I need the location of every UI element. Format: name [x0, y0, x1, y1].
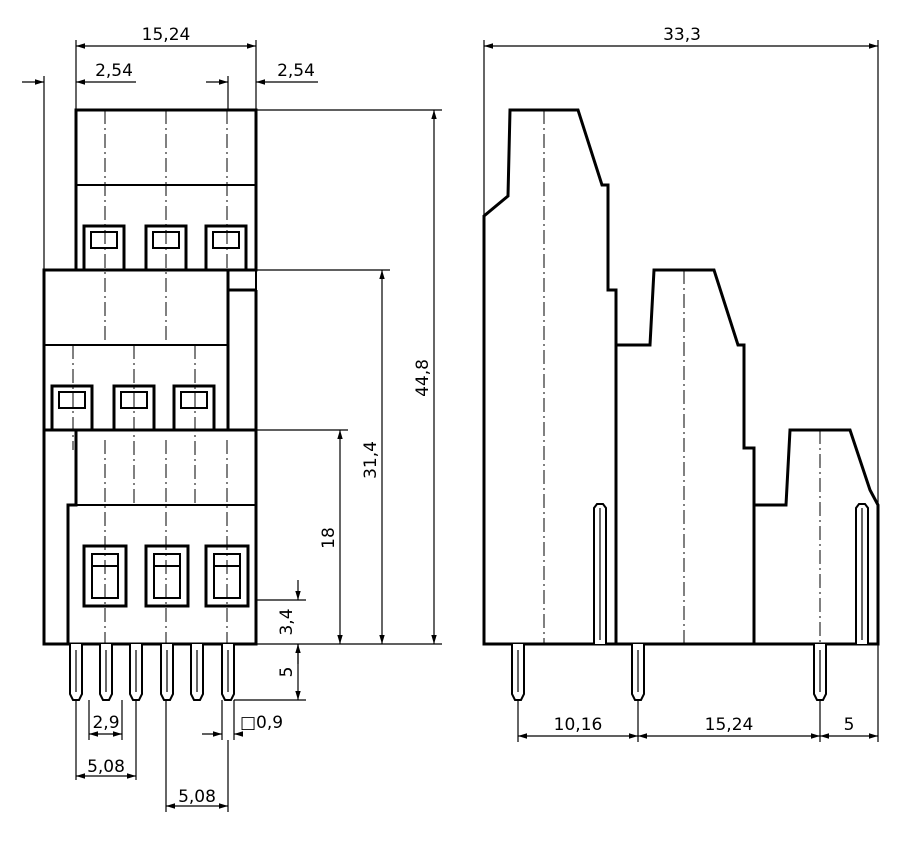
- dim-pitch-3: 5: [844, 715, 855, 735]
- dim-pitch-1: 10,16: [554, 715, 603, 735]
- dim-offset-right: 2,54: [277, 61, 315, 81]
- front-dimensions: [22, 40, 442, 812]
- front-bottom-tier: [42, 428, 258, 646]
- side-outline: [482, 108, 880, 646]
- dim-height-total: 44,8: [413, 359, 433, 397]
- dim-pin-above: 3,4: [277, 608, 297, 635]
- side-view: 33,3 10,16 15,24 5: [482, 25, 880, 742]
- dim-height-mid: 31,4: [361, 441, 381, 479]
- dim-width-total: 15,24: [142, 25, 191, 45]
- dim-pitch-a: 5,08: [87, 757, 125, 777]
- front-middle-tier: [42, 268, 258, 432]
- front-centerlines: [72, 110, 228, 644]
- side-centerlines: [543, 110, 821, 644]
- dim-pin-square: □0,9: [240, 713, 283, 733]
- side-inner-contacts: [593, 503, 869, 644]
- dim-height-low: 18: [319, 527, 339, 549]
- front-dimension-labels: 15,24 2,54 2,54 44,8 31,4 18 3,4 5 2,9 5…: [87, 25, 433, 807]
- dim-pitch-2: 15,24: [705, 715, 754, 735]
- side-dimensions: [483, 40, 879, 742]
- side-dimension-labels: 33,3 10,16 15,24 5: [554, 25, 855, 735]
- dim-pitch-b: 5,08: [178, 787, 216, 807]
- dim-pin-below: 5: [277, 667, 297, 678]
- front-pins: [69, 644, 235, 701]
- dim-offset-left: 2,54: [95, 61, 133, 81]
- side-pins: [511, 644, 827, 701]
- front-view: 15,24 2,54 2,54 44,8 31,4 18 3,4 5 2,9 5…: [22, 25, 442, 812]
- dim-pin-offset: 2,9: [92, 713, 119, 733]
- dim-depth-total: 33,3: [663, 25, 701, 45]
